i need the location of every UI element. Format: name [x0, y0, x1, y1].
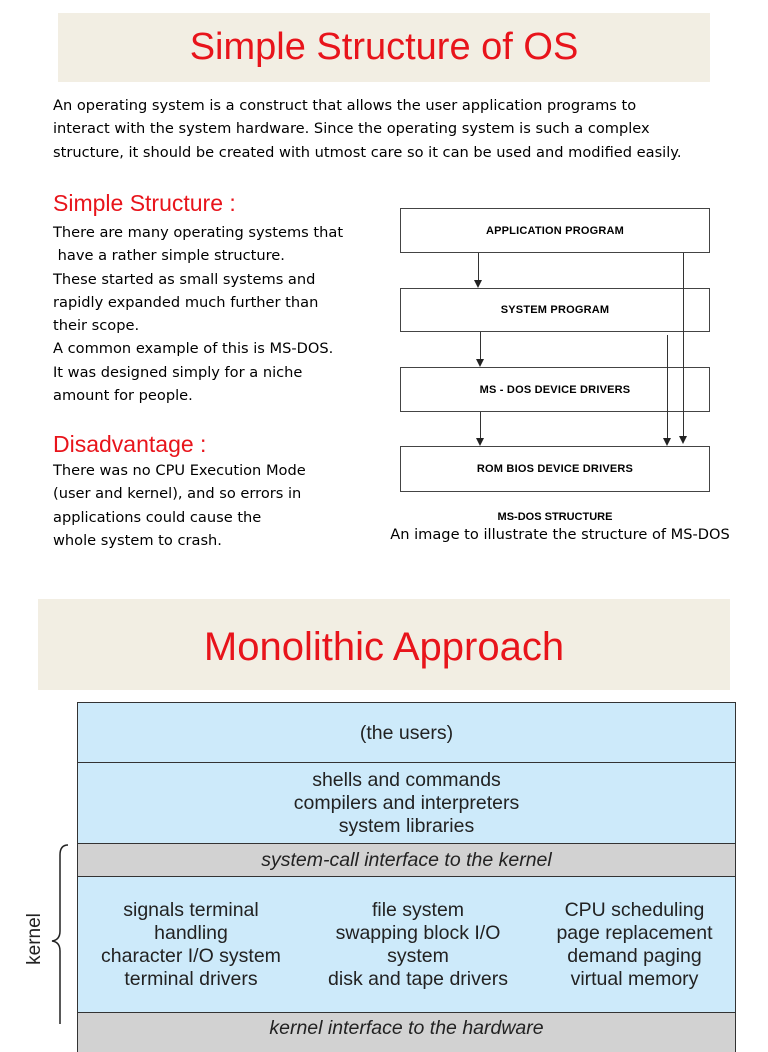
arrow-head — [663, 438, 671, 446]
text-line: interact with the system hardware. Since… — [53, 120, 650, 138]
layer-hardware-interface: kernel interface to the hardware — [77, 1012, 736, 1052]
arrow-line — [480, 412, 481, 439]
disadvantage-heading: Disadvantage : — [53, 431, 207, 457]
text-line: character I/O system — [101, 945, 281, 967]
text-line: virtual memory — [570, 968, 699, 990]
text-line: An operating system is a construct that … — [53, 97, 637, 114]
section-title: Monolithic Approach — [203, 625, 565, 669]
simple-structure-text: There are many operating systems that ha… — [53, 221, 373, 407]
disadvantage-text: There was no CPU Execution Mode (user an… — [53, 459, 373, 552]
text-line: terminal drivers — [124, 968, 258, 990]
layer-label: kernel interface to the hardware — [269, 1017, 544, 1039]
text-line: structure, it should be created with utm… — [53, 143, 682, 161]
text-line: There was no CPU Execution Mode — [53, 462, 306, 479]
text-line: A common example of this is MS-DOS. — [53, 340, 334, 358]
text-line: amount for people. — [53, 387, 193, 405]
box-application-program: APPLICATION PROGRAM — [400, 208, 710, 253]
text-line: their scope. — [53, 317, 140, 335]
box-system-program: SYSTEM PROGRAM — [400, 288, 710, 332]
layer-shells: shells and commands compilers and interp… — [77, 762, 736, 844]
layer-syscall-interface: system-call interface to the kernel — [77, 843, 736, 877]
text-line: have a rather simple structure. — [53, 247, 285, 265]
arrow-head — [474, 280, 482, 288]
kernel-brace-icon — [51, 844, 69, 1024]
section-title: Simple Structure of OS — [189, 26, 579, 68]
text-line: page replacement — [556, 922, 713, 944]
text-line: swapping block I/O — [335, 922, 501, 944]
text-line: (user and kernel), and so errors in — [53, 485, 302, 503]
intro-paragraph: An operating system is a construct that … — [53, 94, 753, 164]
text-line: system libraries — [338, 815, 475, 837]
text-line: CPU scheduling — [564, 899, 705, 921]
arrow-head — [476, 438, 484, 446]
text-line: handling — [154, 922, 228, 944]
layer-label: system-call interface to the kernel — [261, 849, 552, 871]
arrow-line — [667, 335, 668, 439]
text-line: compilers and interpreters — [293, 792, 520, 814]
diagram-label: MS-DOS STRUCTURE — [497, 511, 613, 523]
title-banner-simple-structure: Simple Structure of OS — [58, 13, 710, 82]
layer-label: (the users) — [359, 722, 454, 744]
simple-structure-heading: Simple Structure : — [53, 190, 236, 216]
text-line: system — [387, 945, 449, 967]
box-msdos-device-drivers: MS - DOS DEVICE DRIVERS — [400, 367, 710, 412]
title-banner-monolithic: Monolithic Approach — [38, 599, 730, 690]
arrow-head — [476, 359, 484, 367]
text-line: demand paging — [567, 945, 702, 967]
kernel-label: kernel — [24, 913, 45, 965]
arrow-line — [480, 332, 481, 360]
arrow-line — [478, 253, 479, 281]
box-rom-bios-device-drivers: ROM BIOS DEVICE DRIVERS — [400, 446, 710, 492]
text-line: It was designed simply for a niche — [53, 363, 303, 381]
text-line: There are many operating systems that — [53, 224, 344, 241]
text-line: disk and tape drivers — [328, 968, 508, 990]
text-line: rapidly expanded much further than — [53, 293, 319, 311]
text-line: whole system to crash. — [53, 531, 222, 549]
arrow-line — [683, 253, 684, 437]
arrow-head — [679, 436, 687, 444]
text-line: applications could cause the — [53, 508, 262, 526]
layer-users: (the users) — [77, 702, 736, 763]
text-line: file system — [371, 899, 465, 921]
text-line: These started as small systems and — [53, 270, 316, 288]
text-line: shells and commands — [312, 769, 501, 791]
diagram-caption: An image to illustrate the structure of … — [390, 526, 730, 543]
text-line: signals terminal — [123, 899, 259, 921]
